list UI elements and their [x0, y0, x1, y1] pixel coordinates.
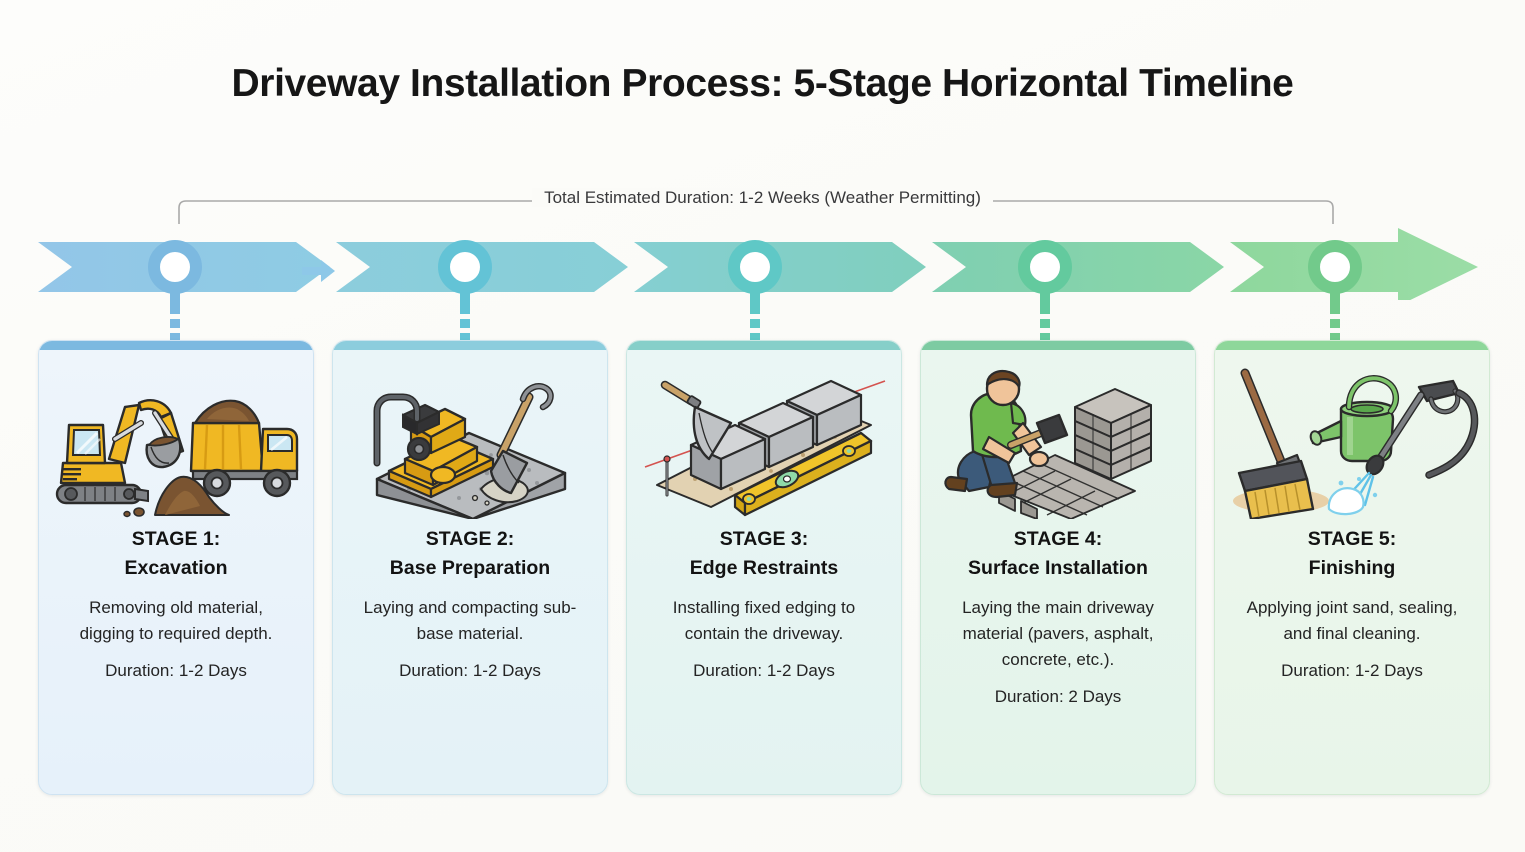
card-connector-arrow	[302, 260, 335, 282]
stage-3-description: Installing fixed edging to contain the d…	[672, 597, 856, 643]
stage-2-number: STAGE 2:	[425, 528, 515, 550]
page-title: Driveway Installation Process: 5-Stage H…	[231, 62, 1294, 105]
excavator-dumptruck-icon	[47, 367, 305, 519]
stage-card-5[interactable]: STAGE 5: Finishing Applying joint sand, …	[1214, 340, 1490, 795]
stage-5-description: Applying joint sand, sealing, and final …	[1246, 597, 1458, 643]
stage-2-name: Base Preparation	[389, 556, 551, 579]
stage-card-1[interactable]: STAGE 1: Excavation Removing old materia…	[38, 340, 314, 795]
stage-2-title: STAGE 2: Base Preparation	[380, 525, 560, 583]
stage-4-accent-bar	[921, 341, 1195, 350]
stage-3-title: STAGE 3: Edge Restraints	[680, 525, 848, 583]
stage-1-duration: Duration: 1-2 Days	[105, 660, 247, 680]
stage-2-description: Laying and compacting sub-base material.	[363, 597, 577, 643]
stage-card-3[interactable]: STAGE 3: Edge Restraints Installing fixe…	[626, 340, 902, 795]
stage-cards: STAGE 1: Excavation Removing old materia…	[38, 340, 1490, 795]
stage-1-title: STAGE 1: Excavation	[115, 525, 238, 583]
total-duration-text: Total Estimated Duration: 1-2 Weeks (Wea…	[532, 188, 993, 207]
stage-4-number: STAGE 4:	[1013, 528, 1103, 550]
stage-4-title: STAGE 4: Surface Installation	[958, 525, 1158, 583]
stage-3-accent-bar	[627, 341, 901, 350]
stage-4-name: Surface Installation	[968, 556, 1148, 579]
plate-compactor-shovel-icon	[341, 367, 599, 519]
stage-5-number: STAGE 5:	[1307, 528, 1397, 550]
total-duration-label: Total Estimated Duration: 1-2 Weeks (Wea…	[0, 188, 1525, 208]
stage-card-4[interactable]: STAGE 4: Surface Installation Laying the…	[920, 340, 1196, 795]
stage-5-duration: Duration: 1-2 Days	[1281, 660, 1423, 680]
stage-3-name: Edge Restraints	[689, 556, 839, 579]
stage-4-duration: Duration: 2 Days	[994, 686, 1122, 706]
stage-2-duration: Duration: 1-2 Days	[399, 660, 541, 680]
stage-5-name: Finishing	[1308, 556, 1396, 579]
stage-5-accent-bar	[1215, 341, 1489, 350]
stage-5-title: STAGE 5: Finishing	[1298, 525, 1406, 583]
stage-1-accent-bar	[39, 341, 313, 350]
stage-card-2[interactable]: STAGE 2: Base Preparation Laying and com…	[332, 340, 608, 795]
stage-2-accent-bar	[333, 341, 607, 350]
broom-wateringcan-pressurewasher-icon	[1223, 367, 1481, 519]
trowel-kerb-level-icon	[635, 367, 893, 519]
stage-1-name: Excavation	[124, 556, 228, 579]
stage-3-number: STAGE 3:	[719, 528, 809, 550]
stage-1-number: STAGE 1:	[131, 528, 221, 550]
stage-1-description: Removing old material, digging to requir…	[79, 597, 273, 643]
stage-4-description: Laying the main driveway material (paver…	[962, 597, 1154, 669]
stage-3-duration: Duration: 1-2 Days	[693, 660, 835, 680]
worker-laying-pavers-icon	[929, 367, 1187, 519]
